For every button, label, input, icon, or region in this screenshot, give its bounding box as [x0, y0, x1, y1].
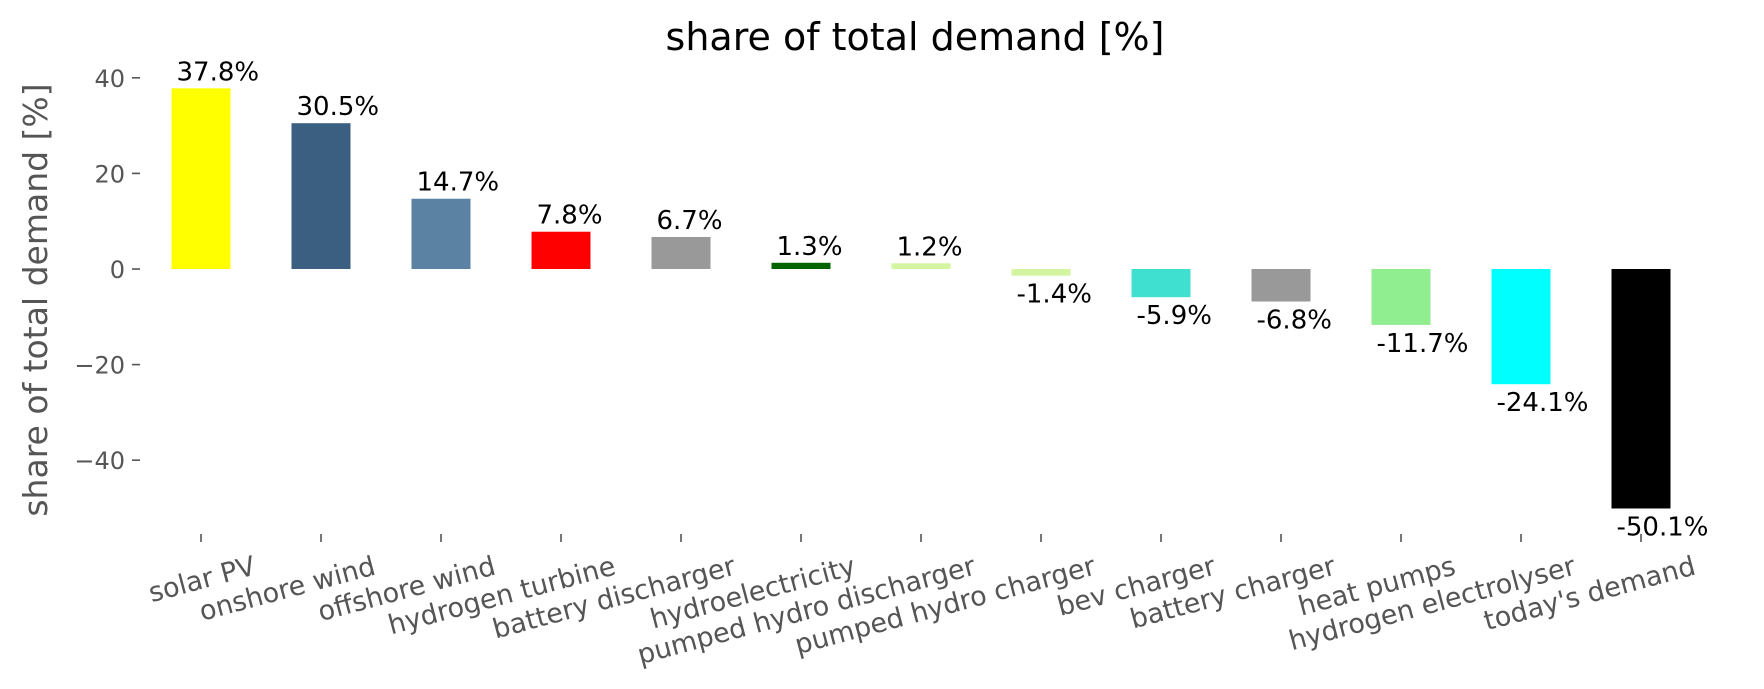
bar — [171, 88, 231, 269]
bar-value-label: 1.3% — [777, 232, 843, 262]
chart-title: share of total demand [%] — [666, 15, 1165, 59]
y-axis: −40 −20 0 20 40 — [74, 65, 140, 475]
bar-value-label: 7.8% — [537, 201, 603, 231]
bar — [1011, 269, 1071, 276]
bar — [1491, 269, 1551, 385]
y-tick-label: 20 — [94, 160, 125, 188]
bar-value-label: -24.1% — [1497, 388, 1589, 418]
y-tick-label: −20 — [74, 352, 125, 380]
bar-value-label: -1.4% — [1017, 280, 1092, 310]
bar — [771, 262, 831, 269]
bar — [1371, 269, 1431, 325]
bar — [651, 236, 711, 269]
bar-value-label: 30.5% — [297, 92, 380, 122]
bar — [531, 231, 591, 269]
bar — [1251, 269, 1311, 302]
bar-value-label: -6.8% — [1257, 306, 1332, 336]
bar — [291, 123, 351, 270]
bars — [171, 88, 1671, 509]
y-tick-label: 0 — [110, 256, 125, 284]
bar — [891, 263, 951, 269]
bar-value-label: 37.8% — [177, 57, 260, 87]
y-axis-label: share of total demand [%] — [16, 83, 55, 516]
bar-value-label: 1.2% — [897, 232, 963, 262]
bar-value-label: 14.7% — [417, 168, 500, 198]
bar-value-label: -50.1% — [1617, 512, 1709, 542]
bar — [411, 198, 471, 269]
bar — [1611, 269, 1671, 509]
y-tick-label: 40 — [94, 65, 125, 93]
bar-value-label: 6.7% — [657, 206, 723, 236]
bar-value-label: -5.9% — [1137, 301, 1212, 331]
bar — [1131, 269, 1191, 298]
bar-value-label: -11.7% — [1377, 329, 1469, 359]
data-labels: 37.8% 30.5% 14.7% 7.8% 6.7% 1.3% 1.2% -1.4% -5.9… — [177, 57, 1709, 542]
y-tick-label: −40 — [74, 447, 125, 475]
